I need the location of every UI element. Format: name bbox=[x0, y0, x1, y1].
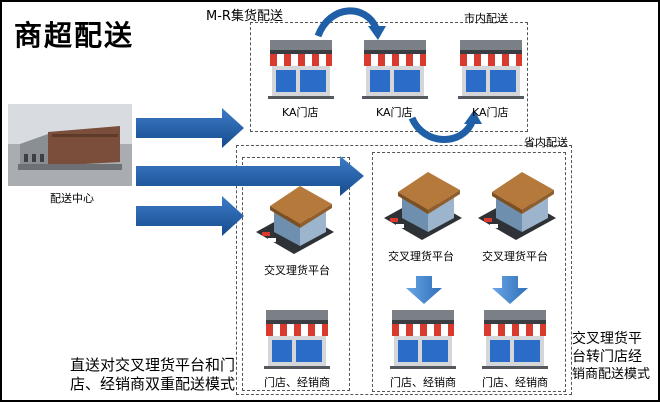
transfer-delivery-box bbox=[372, 152, 566, 392]
cross-dock-platform-icon-1 bbox=[256, 186, 334, 254]
store-label-transfer-2: 门店、经销商 bbox=[482, 376, 548, 389]
ka-store-label-1: KA门店 bbox=[282, 106, 319, 119]
curve-arrow-bottom bbox=[408, 116, 476, 143]
city-delivery-label: 市内配送 bbox=[464, 12, 508, 25]
down-arrow-1 bbox=[406, 276, 442, 304]
mode-direct-line2: 店、经销商双重配送模式 bbox=[70, 375, 236, 393]
cross-dock-platform-icon-3 bbox=[478, 172, 556, 240]
ka-store-icon-2 bbox=[362, 40, 428, 99]
arrow-to-transfer-platform bbox=[136, 156, 364, 196]
province-delivery-box bbox=[236, 145, 572, 395]
direct-delivery-box bbox=[242, 157, 350, 391]
ka-store-icon-1 bbox=[268, 40, 334, 99]
dc-label: 配送中心 bbox=[50, 192, 94, 205]
diagram-title: 商超配送 bbox=[14, 19, 135, 52]
mode-transfer-text: 交叉理货平 台转门店经 销商配送模式 bbox=[572, 330, 650, 384]
mode-transfer-line3: 销商配送模式 bbox=[572, 367, 651, 382]
distribution-center-image bbox=[8, 104, 132, 186]
store-icon-transfer-1 bbox=[390, 310, 456, 369]
curve-arrow-top bbox=[314, 7, 380, 38]
mode-transfer-line2: 台转门店经 bbox=[572, 349, 642, 365]
ka-store-label-2: KA门店 bbox=[376, 106, 413, 119]
platform-label-1: 交叉理货平台 bbox=[264, 264, 330, 277]
cross-dock-platform-icon-2 bbox=[384, 172, 462, 240]
mode-transfer-line1: 交叉理货平 bbox=[572, 331, 642, 347]
province-delivery-label: 省内配送 bbox=[524, 136, 568, 149]
mode-direct-line1: 直送对交叉理货平台和门 bbox=[70, 356, 236, 374]
ka-store-label-3: KA门店 bbox=[472, 106, 509, 119]
platform-label-2: 交叉理货平台 bbox=[388, 250, 454, 263]
arrow-to-ka bbox=[136, 108, 244, 148]
mode-direct-text: 直送对交叉理货平台和门 店、经销商双重配送模式 bbox=[70, 356, 235, 394]
down-arrow-2 bbox=[492, 276, 528, 304]
store-icon-transfer-2 bbox=[482, 310, 548, 369]
platform-label-3: 交叉理货平台 bbox=[482, 250, 548, 263]
store-icon-direct bbox=[264, 310, 330, 369]
arrow-to-direct-platform bbox=[136, 196, 244, 236]
mr-label: M-R集货配送 bbox=[206, 9, 283, 24]
city-delivery-box bbox=[250, 22, 528, 132]
store-label-direct: 门店、经销商 bbox=[264, 376, 330, 389]
ka-store-icon-3 bbox=[458, 40, 524, 99]
store-label-transfer-1: 门店、经销商 bbox=[390, 376, 456, 389]
